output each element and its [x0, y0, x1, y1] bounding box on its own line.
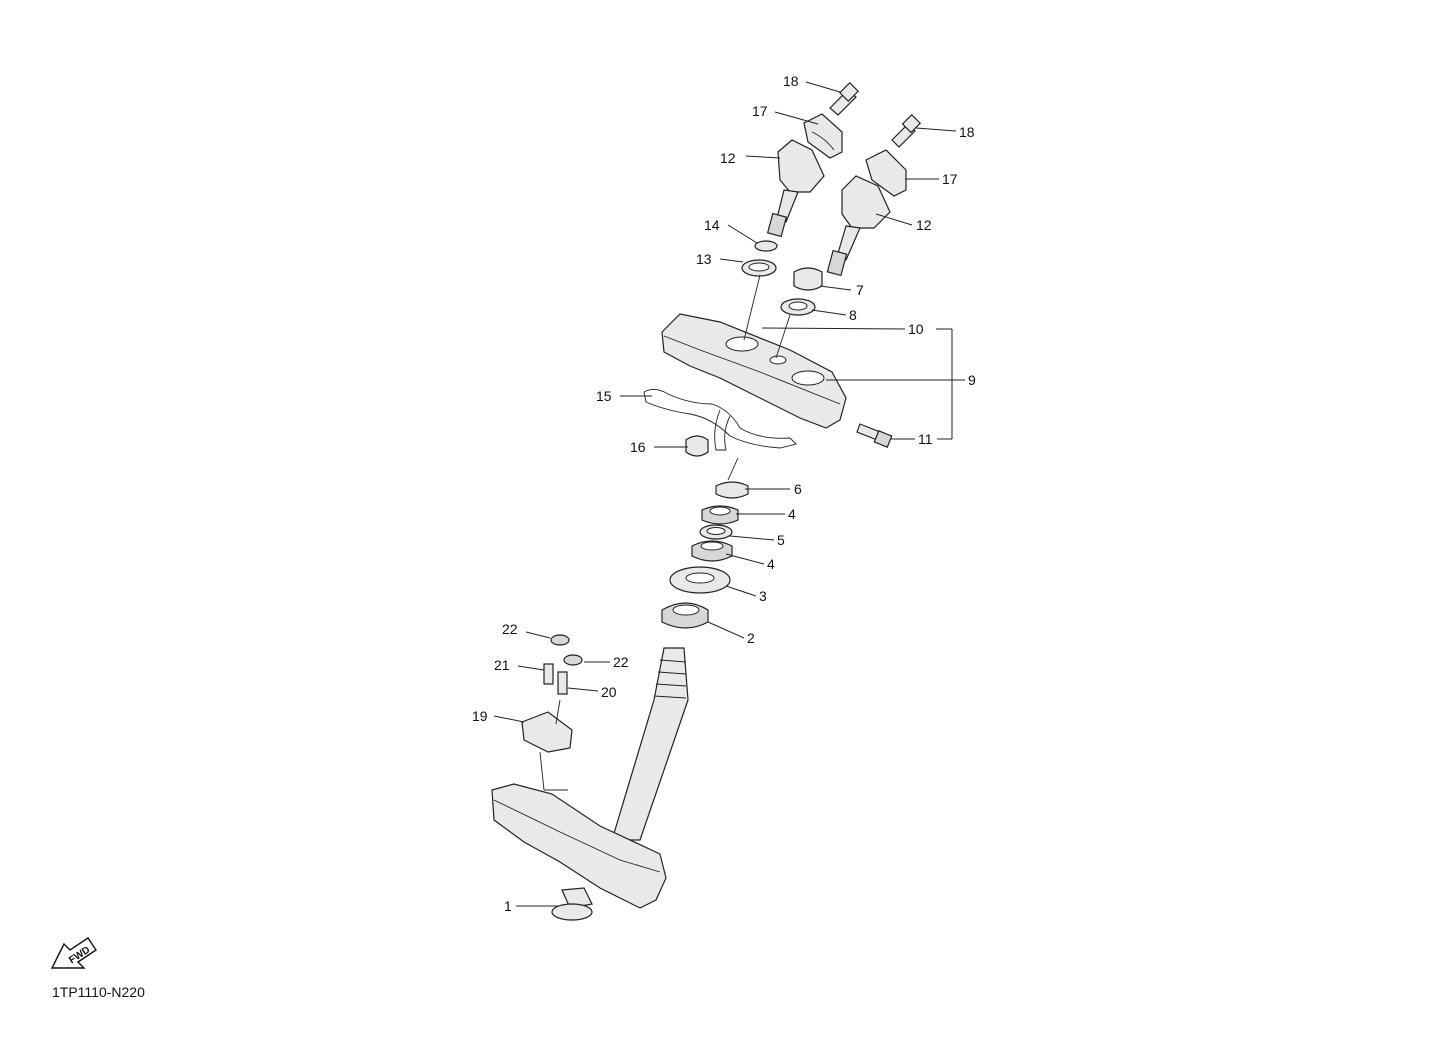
label-part-21: 21 — [494, 657, 510, 673]
handlebar-bolt-right — [891, 113, 922, 148]
label-part-1: 1 — [504, 898, 512, 914]
label-part-15: 15 — [596, 388, 612, 404]
label-part-4-lower: 4 — [767, 556, 775, 572]
upper-bracket-9 — [661, 313, 847, 429]
bolt-20 — [557, 671, 568, 695]
label-part-22-right: 22 — [613, 654, 629, 670]
cap-22-right — [563, 654, 583, 666]
under-bracket-steering-stem — [491, 647, 689, 909]
wire-guide-15 — [643, 389, 797, 451]
assembly-line — [539, 274, 791, 791]
label-part-20: 20 — [601, 684, 617, 700]
handlebar-bolt-left — [829, 81, 860, 116]
label-part-17-left: 17 — [752, 103, 768, 119]
drawing-code: 1TP1110-N220 — [52, 984, 145, 1000]
label-part-7: 7 — [856, 282, 864, 298]
upper-handlebar-holder-right — [865, 149, 907, 197]
label-part-10: 10 — [908, 321, 924, 337]
label-part-18-right: 18 — [959, 124, 975, 140]
plug-1 — [551, 887, 593, 921]
label-part-2: 2 — [747, 630, 755, 646]
label-part-4-upper: 4 — [788, 506, 796, 522]
holder-19 — [521, 711, 573, 753]
lock-washer-6 — [715, 481, 749, 499]
ring-nut-4-upper — [701, 505, 739, 525]
label-part-13: 13 — [696, 251, 712, 267]
bolt-21 — [543, 663, 554, 685]
label-part-6: 6 — [794, 481, 802, 497]
label-part-12-left: 12 — [720, 150, 736, 166]
label-part-8: 8 — [849, 307, 857, 323]
lower-handlebar-holder-right — [826, 175, 891, 277]
label-part-14: 14 — [704, 217, 720, 233]
forward-arrow-icon: FWD — [50, 937, 97, 969]
upper-handlebar-holder-left — [803, 113, 843, 159]
grommet-16 — [685, 435, 709, 457]
pinch-bolt-11 — [856, 423, 893, 448]
washer-8 — [780, 298, 816, 316]
damper-13 — [741, 259, 777, 277]
label-part-9: 9 — [968, 372, 976, 388]
bearing-2 — [661, 602, 709, 629]
label-part-18-left: 18 — [783, 73, 799, 89]
label-part-12-right: 12 — [916, 217, 932, 233]
washer-14 — [754, 240, 778, 252]
rubber-washer-5 — [699, 524, 733, 540]
label-part-5: 5 — [777, 532, 785, 548]
label-part-11: 11 — [918, 431, 933, 447]
ring-nut-4-lower — [691, 540, 733, 562]
cap-nut-7 — [793, 267, 823, 291]
label-part-3: 3 — [759, 588, 767, 604]
lower-handlebar-holder-left — [766, 139, 825, 238]
label-part-19: 19 — [472, 708, 488, 724]
leader-lines — [493, 81, 965, 907]
bearing-cover-3 — [669, 566, 731, 594]
cap-22-left — [550, 634, 570, 646]
label-part-16: 16 — [630, 439, 646, 455]
label-part-22-left: 22 — [502, 621, 518, 637]
label-part-17-right: 17 — [942, 171, 958, 187]
